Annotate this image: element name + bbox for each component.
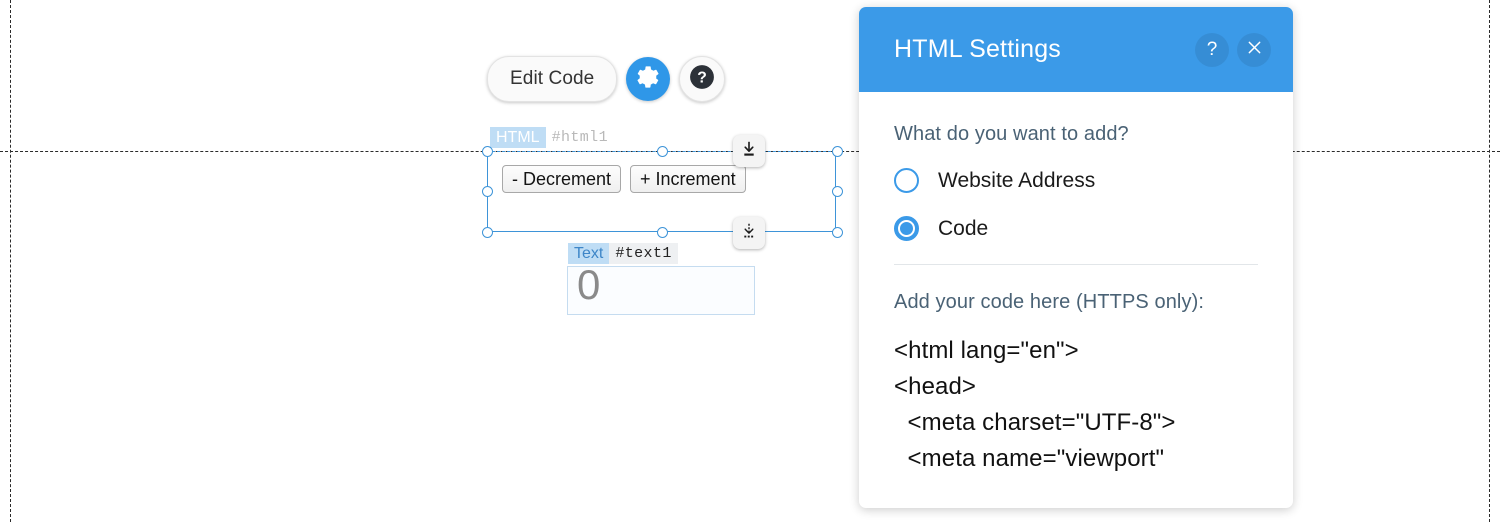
text-element-value: 0 <box>577 261 601 308</box>
selected-html-element[interactable] <box>482 146 843 238</box>
help-button[interactable]: ? <box>679 56 726 102</box>
resize-handle-middle-right[interactable] <box>832 186 843 197</box>
panel-title: HTML Settings <box>894 35 1062 63</box>
question-mark-icon: ? <box>1206 39 1218 60</box>
canvas-guide-right <box>1489 0 1490 522</box>
svg-text:?: ? <box>698 69 708 86</box>
align-to-line-icon <box>740 140 758 163</box>
question-mark-icon: ? <box>689 64 715 95</box>
element-tag-html: HTML #html1 <box>490 127 614 148</box>
panel-close-button[interactable] <box>1237 32 1271 67</box>
element-tag-id: #text1 <box>609 243 678 264</box>
resize-handle-bottom-middle[interactable] <box>657 227 668 238</box>
element-tag-type: HTML <box>490 127 546 148</box>
close-icon <box>1247 40 1262 60</box>
code-field-label: Add your code here (HTTPS only): <box>894 291 1204 313</box>
radio-button[interactable] <box>894 216 919 241</box>
counter-widget: - Decrement + Increment <box>502 165 746 193</box>
element-tag-id: #html1 <box>551 129 608 146</box>
canvas-guide-left <box>10 0 11 522</box>
text-element[interactable]: 0 <box>567 261 755 315</box>
align-to-line-button[interactable] <box>733 135 765 167</box>
gear-icon <box>636 65 660 94</box>
resize-handle-middle-left[interactable] <box>482 186 493 197</box>
settings-button[interactable] <box>626 57 671 101</box>
panel-body: What do you want to add? Website Address… <box>859 92 1293 477</box>
decrement-button[interactable]: - Decrement <box>502 165 622 193</box>
resize-handle-bottom-left[interactable] <box>482 227 493 238</box>
panel-help-button[interactable]: ? <box>1195 32 1229 67</box>
radio-option-website-address[interactable]: Website Address <box>894 168 1258 193</box>
html-settings-panel: HTML Settings ? What do you want to add?… <box>859 7 1293 508</box>
resize-handle-bottom-right[interactable] <box>832 227 843 238</box>
panel-question: What do you want to add? <box>894 123 1129 145</box>
panel-header: HTML Settings ? <box>859 7 1293 92</box>
panel-divider <box>894 264 1258 265</box>
resize-handle-top-left[interactable] <box>482 146 493 157</box>
increment-button[interactable]: + Increment <box>630 165 746 193</box>
radio-label: Website Address <box>938 168 1096 192</box>
radio-label: Code <box>938 216 989 240</box>
align-to-dashed-line-button[interactable] <box>733 217 765 249</box>
element-toolbar: Edit Code ? <box>487 56 726 102</box>
element-tag-text: Text #text1 <box>568 243 678 264</box>
resize-handle-top-middle[interactable] <box>657 146 668 157</box>
resize-handle-top-right[interactable] <box>832 146 843 157</box>
code-input[interactable]: <html lang="en"> <head> <meta charset="U… <box>894 337 1176 472</box>
element-tag-type: Text <box>568 243 610 264</box>
edit-code-button[interactable]: Edit Code <box>487 56 618 102</box>
radio-option-code[interactable]: Code <box>894 216 1258 241</box>
align-to-dashed-line-icon <box>740 222 758 245</box>
radio-button[interactable] <box>894 168 919 193</box>
